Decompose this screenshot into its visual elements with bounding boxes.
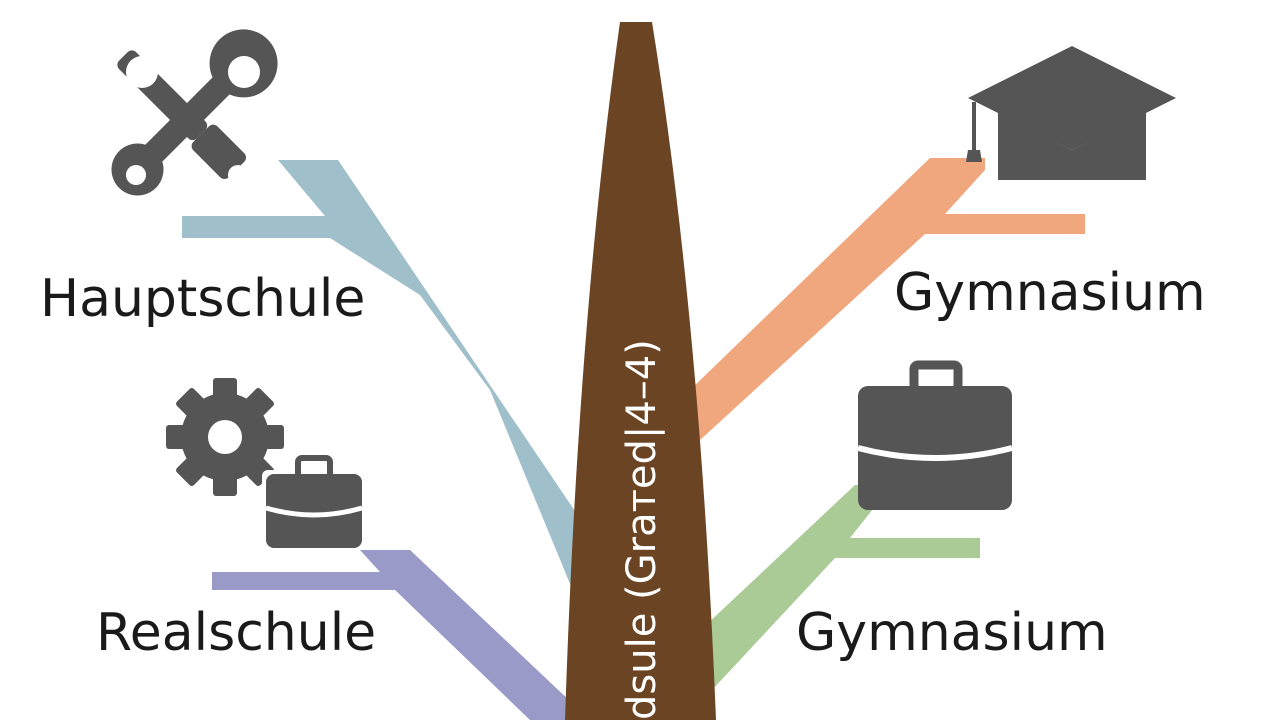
gear-briefcase-icon bbox=[166, 378, 364, 550]
branch-gymnasium-upper bbox=[690, 158, 1085, 440]
branch-label-gymnasium-lower: Gymnasium bbox=[796, 603, 1108, 663]
branch-hauptschule bbox=[182, 160, 608, 620]
branch-label-hauptschule: Hauptschule bbox=[40, 269, 365, 329]
wrench-screwdriver-icon bbox=[111, 29, 278, 196]
trunk-shape bbox=[565, 22, 716, 720]
trunk-label: dsule (Grатed|4–4) bbox=[619, 339, 665, 720]
small-briefcase-icon bbox=[262, 455, 364, 550]
trunk: dsule (Grатed|4–4) bbox=[565, 22, 716, 720]
branch-realschule bbox=[212, 550, 590, 720]
branch-gymnasium-lower-path bbox=[706, 485, 980, 690]
branch-hauptschule-path bbox=[182, 160, 608, 620]
gear-icon bbox=[166, 378, 284, 496]
briefcase-icon bbox=[857, 360, 1013, 510]
branch-gymnasium-lower bbox=[706, 485, 980, 690]
branch-gymnasium-upper-path bbox=[690, 158, 1085, 440]
branch-label-gymnasium-upper: Gymnasium bbox=[894, 263, 1206, 323]
graduation-cap-icon bbox=[966, 46, 1176, 180]
branch-realschule-path bbox=[212, 550, 590, 720]
branch-label-realschule: Realschule bbox=[96, 603, 376, 663]
